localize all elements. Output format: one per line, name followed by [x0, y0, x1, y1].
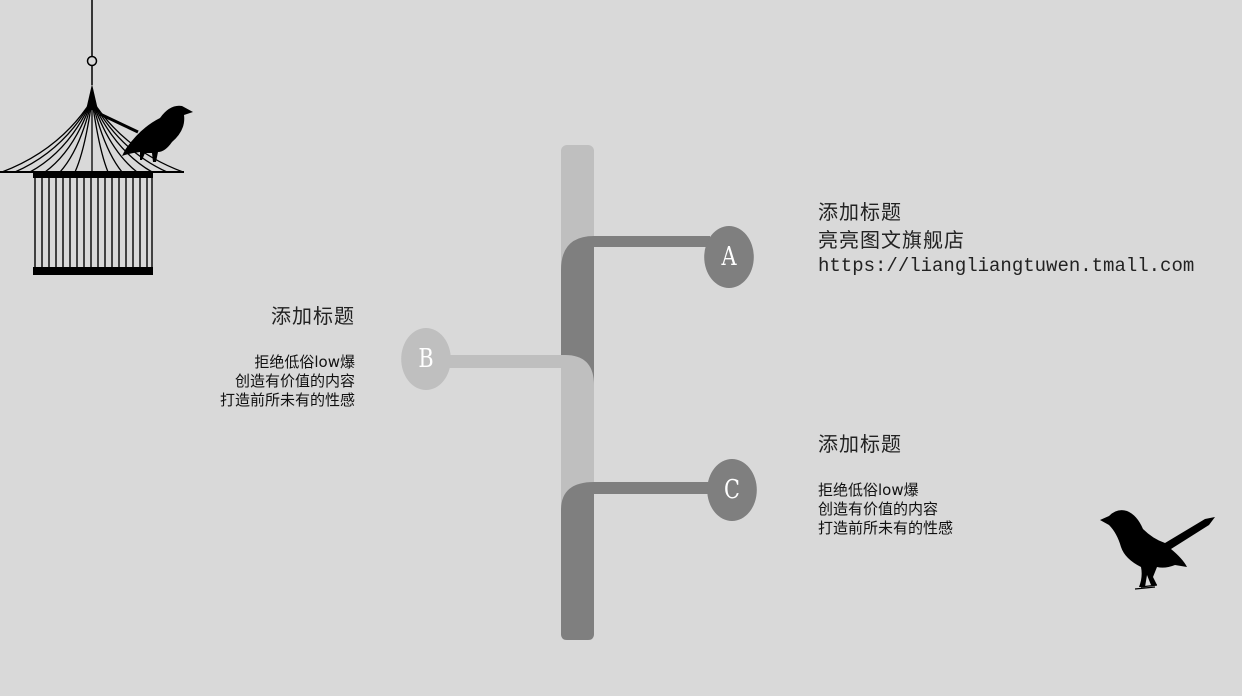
- node-b-line-3: 打造前所未有的性感: [219, 391, 355, 409]
- birdcage-icon: [0, 0, 200, 280]
- node-a-store-name: 亮亮图文旗舰店: [818, 228, 965, 252]
- node-b-circle: B: [401, 328, 451, 390]
- node-a-circle: A: [704, 226, 754, 288]
- node-a-title: 添加标题: [818, 200, 902, 224]
- node-a-label: A: [721, 242, 737, 272]
- node-c-line-1: 拒绝低俗low爆: [818, 481, 919, 499]
- node-c-line-3: 打造前所未有的性感: [818, 519, 954, 537]
- node-c-circle: C: [707, 459, 757, 521]
- node-a-url: https://liangliangtuwen.tmall.com: [818, 255, 1195, 277]
- node-b-line-2: 创造有价值的内容: [234, 372, 355, 390]
- node-c-label: C: [724, 475, 740, 505]
- node-b-body: 拒绝低俗low爆 创造有价值的内容 打造前所未有的性感: [220, 353, 355, 410]
- node-c-line-2: 创造有价值的内容: [818, 500, 939, 518]
- node-c-title: 添加标题: [818, 432, 902, 456]
- node-b-label: B: [418, 344, 434, 374]
- magpie-bird-icon: [1095, 505, 1220, 595]
- node-b-line-1: 拒绝低俗low爆: [254, 353, 355, 371]
- node-c-body: 拒绝低俗low爆 创造有价值的内容 打造前所未有的性感: [818, 481, 953, 538]
- node-b-title: 添加标题: [271, 304, 355, 328]
